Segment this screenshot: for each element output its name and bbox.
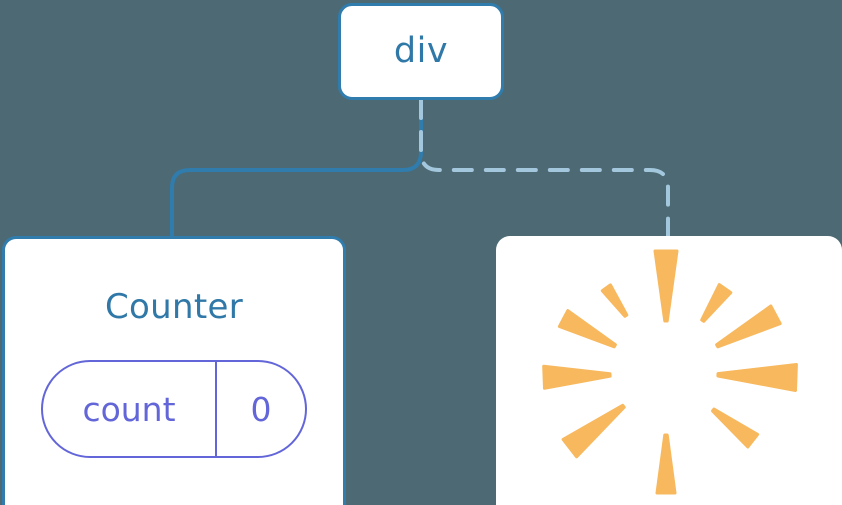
prop-value: 0 xyxy=(250,389,272,429)
burst-ray-9 xyxy=(655,433,677,495)
node-counter[interactable]: Counter count 0 xyxy=(2,236,346,505)
burst-ray-7 xyxy=(711,407,760,449)
burst-ray-6 xyxy=(542,364,612,390)
edge-div-to-counter xyxy=(170,98,423,240)
burst-ray-5 xyxy=(716,363,798,392)
burst-ray-8 xyxy=(561,403,626,459)
burst-ray-3 xyxy=(715,304,782,349)
burst-ray-4 xyxy=(557,309,617,349)
prop-name: count xyxy=(82,389,176,429)
burst-ray-0 xyxy=(653,249,679,323)
node-div[interactable]: div xyxy=(338,3,504,100)
burst-sparkle-icon xyxy=(542,249,798,495)
prop-pill-count[interactable]: count 0 xyxy=(41,360,307,458)
prop-divider xyxy=(215,362,217,456)
node-counter-label: Counter xyxy=(105,287,243,327)
node-burst[interactable] xyxy=(496,236,842,505)
burst-ray-2 xyxy=(600,283,629,318)
burst-ray-1 xyxy=(700,283,733,323)
node-div-label: div xyxy=(393,31,449,71)
edge-div-to-burst xyxy=(419,98,670,240)
